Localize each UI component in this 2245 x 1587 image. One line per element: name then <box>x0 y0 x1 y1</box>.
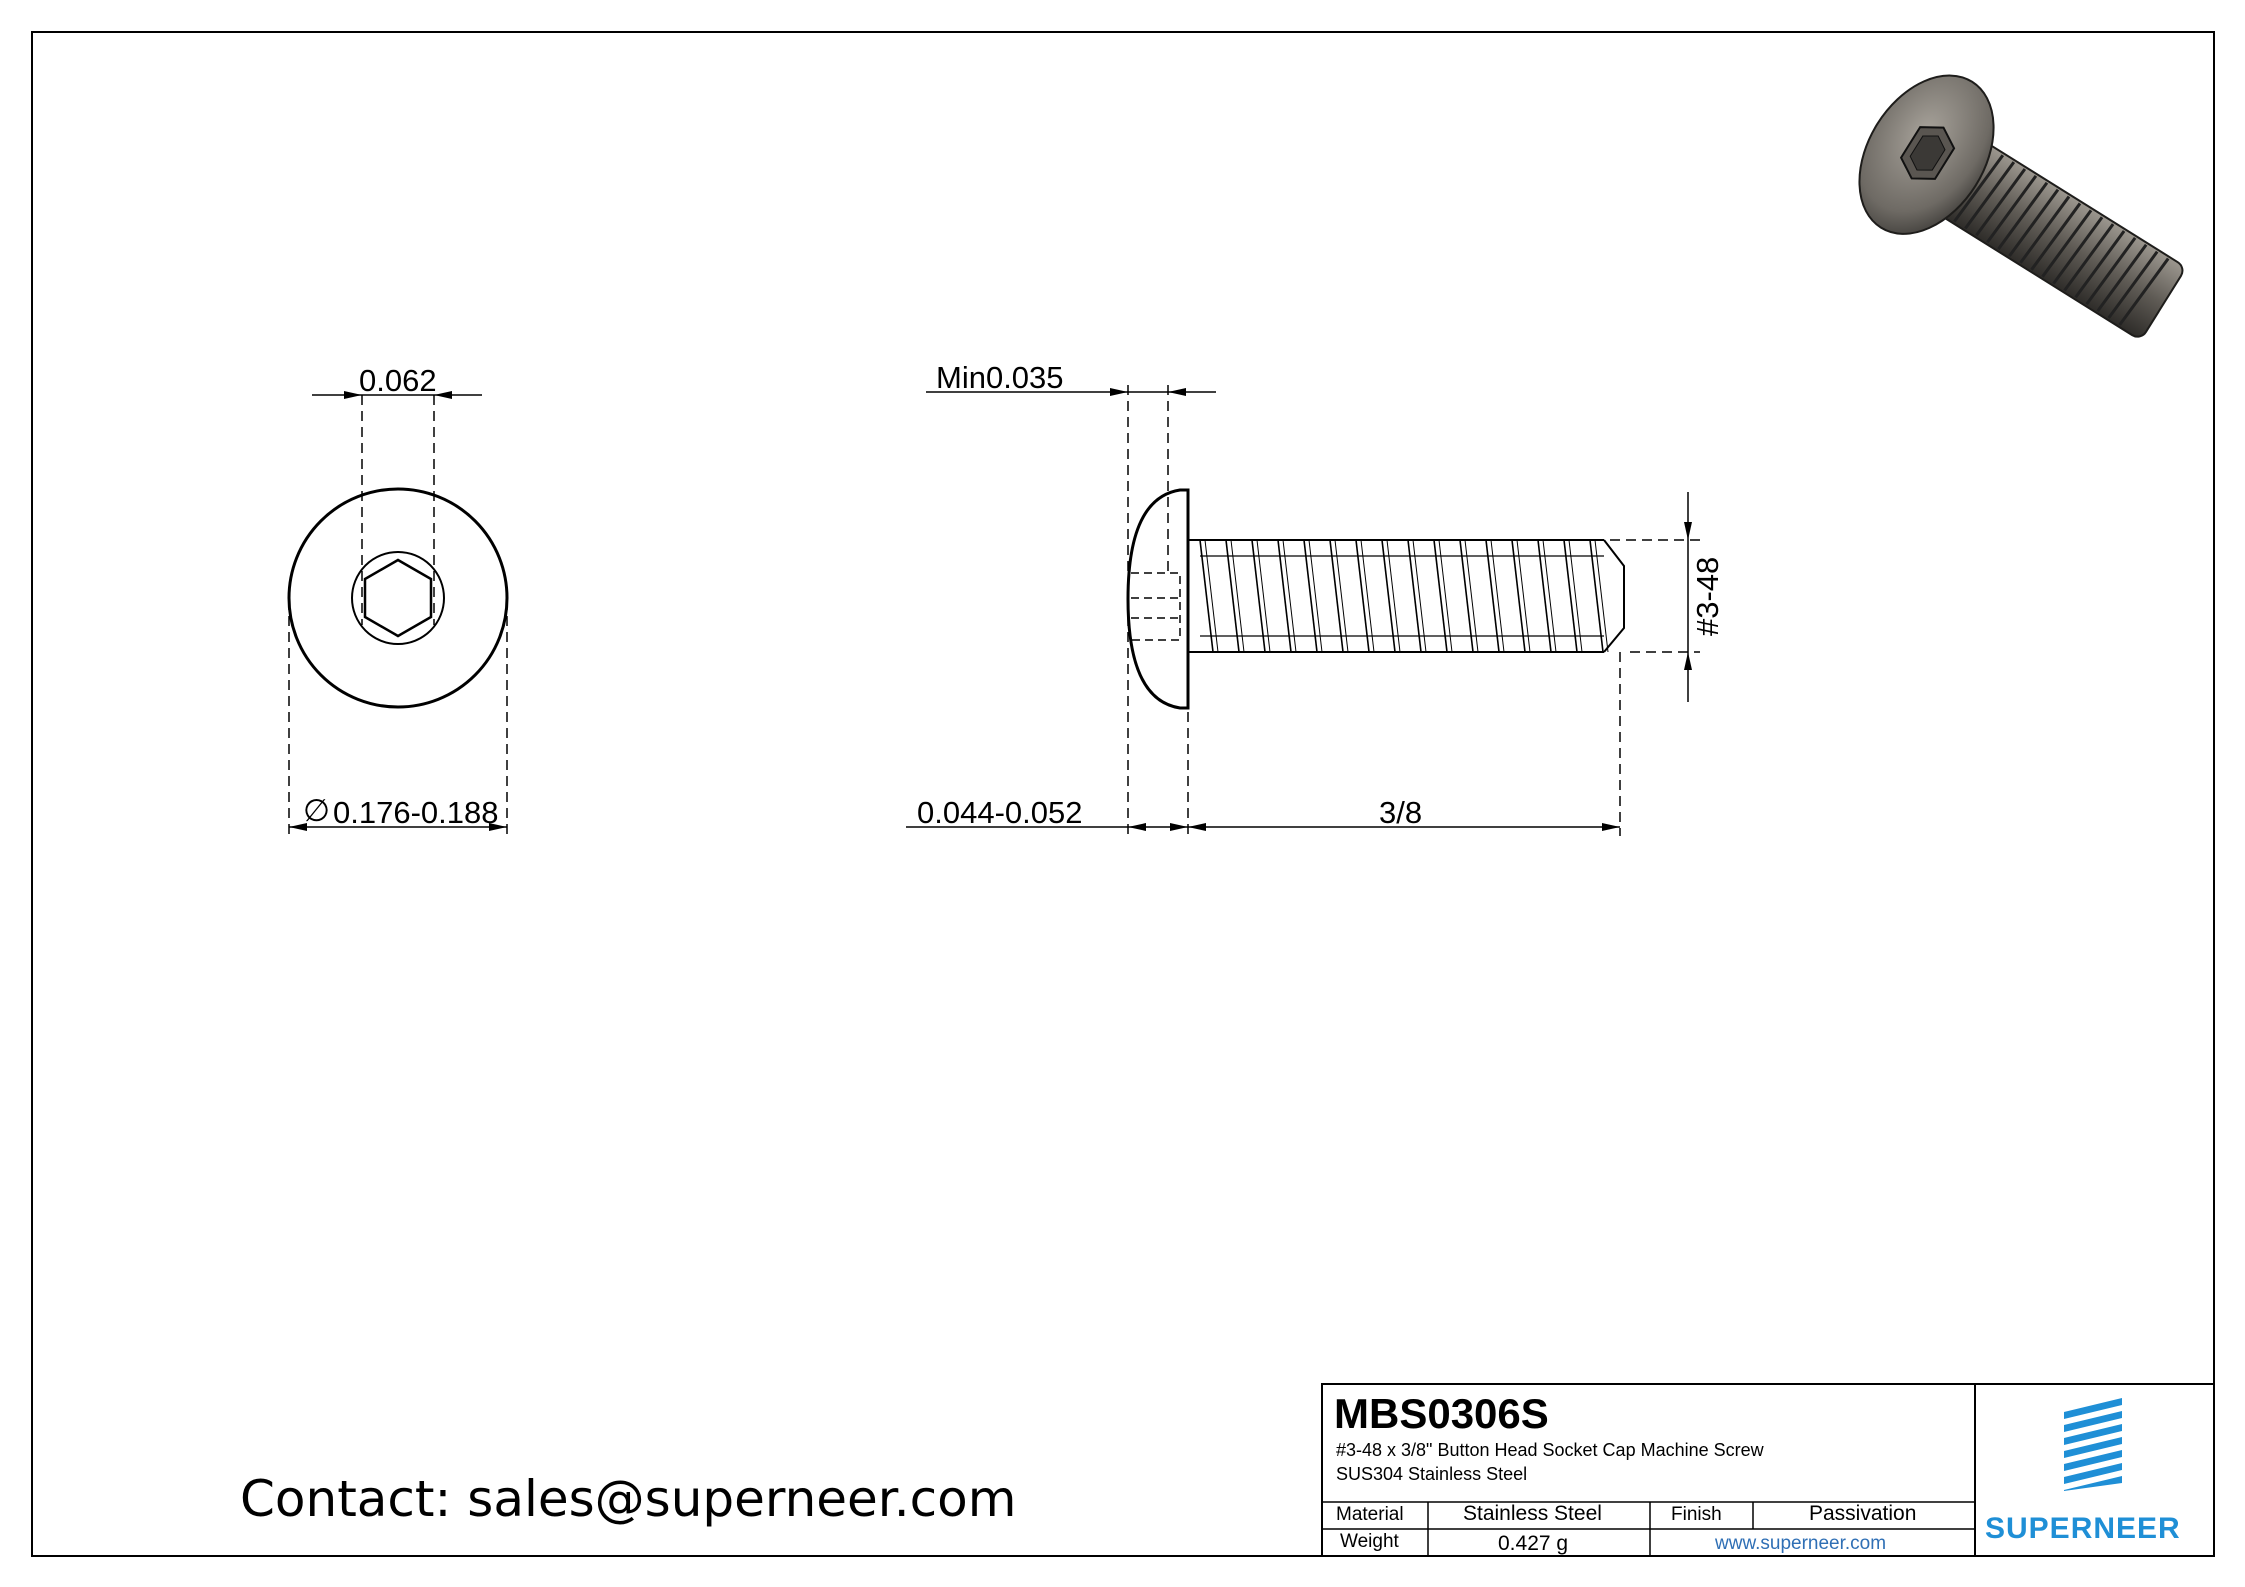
material-value: Stainless Steel <box>1463 1502 1602 1525</box>
thread-root <box>1204 539 1219 653</box>
head-height-label: 0.044-0.052 <box>917 795 1082 830</box>
render-thread <box>2085 237 2137 306</box>
weight-value: 0.427 g <box>1498 1532 1569 1555</box>
socket-circle <box>351 551 445 645</box>
thread-crest <box>1485 539 1500 653</box>
sheet-border <box>31 31 2215 1557</box>
thread-root <box>1282 539 1297 653</box>
finish-label: Finish <box>1671 1504 1722 1525</box>
render-thread <box>2052 216 2104 285</box>
head-circle <box>287 487 509 709</box>
thread-crest <box>1433 539 1448 653</box>
render-thread <box>1997 181 2049 251</box>
thread-crest <box>1329 539 1344 653</box>
thread-crest <box>1459 539 1474 653</box>
part-number: MBS0306S <box>1334 1390 1549 1437</box>
thread-crest <box>1563 539 1578 653</box>
render-thread <box>2019 195 2071 264</box>
thread-crest <box>1225 539 1240 653</box>
render-thread <box>2041 209 2093 278</box>
title-block <box>1321 1383 2215 1557</box>
render-thread <box>2030 202 2082 271</box>
render-thread <box>1986 175 2038 244</box>
socket-depth-label: Min0.035 <box>936 360 1064 395</box>
render-thread <box>2074 230 2126 299</box>
render-thread <box>1975 168 2027 237</box>
socket-width-label: 0.062 <box>359 363 437 398</box>
website-link[interactable]: www.superneer.com <box>1715 1533 1887 1554</box>
thread-root <box>1386 539 1401 653</box>
render-thread <box>1953 154 2005 223</box>
thread-root <box>1542 539 1557 653</box>
finish-value: Passivation <box>1809 1502 1917 1525</box>
thread-crest <box>1277 539 1292 653</box>
thread-root <box>1230 539 1245 653</box>
thread-crest <box>1511 539 1526 653</box>
head-diameter-label: 0.176-0.188 <box>333 795 498 830</box>
thread-lines <box>1199 539 1609 653</box>
thread-crest <box>1589 539 1604 653</box>
render-thread <box>2107 250 2159 319</box>
diameter-symbol: ∅ <box>303 793 330 828</box>
hex-socket-icon <box>363 558 433 638</box>
brand-name: SUPERNEER <box>1985 1512 2181 1545</box>
render-thread <box>2008 188 2060 257</box>
thread-crest <box>1537 539 1552 653</box>
thread-root <box>1360 539 1375 653</box>
front-view <box>287 391 509 836</box>
thread-root <box>1516 539 1531 653</box>
thread-crest <box>1355 539 1370 653</box>
button-head <box>1126 488 1190 710</box>
thread-size-label: #3-48 <box>1690 557 1725 636</box>
side-view <box>906 385 1700 836</box>
part-description: #3-48 x 3/8" Button Head Socket Cap Mach… <box>1336 1440 1764 1460</box>
thread-crest <box>1407 539 1422 653</box>
thread-root <box>1594 539 1609 653</box>
weight-label: Weight <box>1340 1531 1399 1552</box>
thread-root <box>1568 539 1583 653</box>
thread-root <box>1490 539 1505 653</box>
thread-crest <box>1199 539 1214 653</box>
thread-root <box>1308 539 1323 653</box>
material-line: SUS304 Stainless Steel <box>1336 1464 1528 1484</box>
thread-root <box>1256 539 1271 653</box>
screw-render-image <box>1858 74 2184 338</box>
thread-root <box>1334 539 1349 653</box>
material-label: Material <box>1336 1504 1404 1525</box>
thread-root <box>1464 539 1479 653</box>
thread-root <box>1438 539 1453 653</box>
superneer-logo-icon <box>2064 1398 2122 1491</box>
render-thread <box>2096 243 2148 313</box>
thread-crest <box>1303 539 1318 653</box>
thread-root <box>1412 539 1427 653</box>
render-thread <box>2063 223 2115 292</box>
length-label: 3/8 <box>1379 795 1422 830</box>
render-thread <box>1964 161 2016 230</box>
thread-crest <box>1251 539 1266 653</box>
thread-crest <box>1381 539 1396 653</box>
render-thread <box>2118 257 2170 326</box>
contact-email-text: Contact: sales@superneer.com <box>240 1470 1017 1528</box>
